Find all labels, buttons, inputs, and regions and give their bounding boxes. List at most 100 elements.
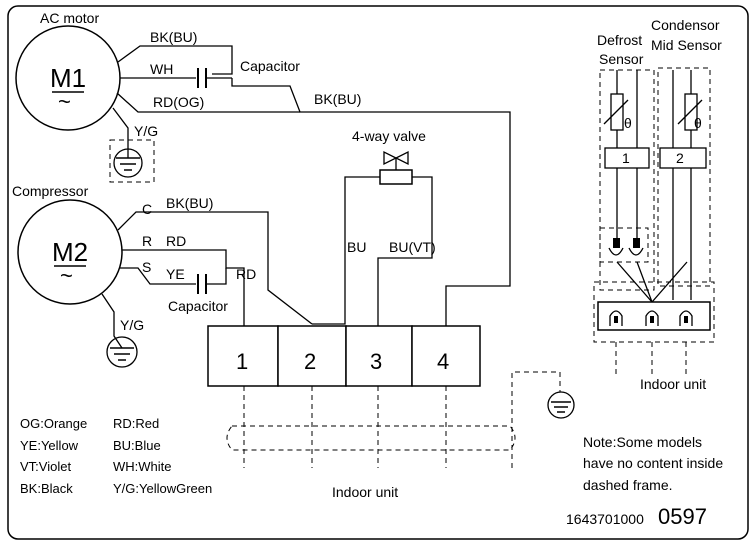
defrost-thermistor-slash bbox=[603, 99, 629, 125]
compressor-tilde: ~ bbox=[60, 263, 73, 288]
condensor-connector bbox=[659, 147, 707, 169]
valve-bu-label: BU bbox=[347, 239, 366, 255]
valve-bu-wire bbox=[312, 176, 380, 325]
legend-row-4-col-2: Y/G:YellowGreen bbox=[113, 481, 212, 496]
terminal-4-label: 4 bbox=[437, 349, 449, 374]
note-line-1: Note:Some models bbox=[583, 434, 702, 450]
four-way-valve-symbol bbox=[383, 150, 398, 166]
note-line-3: dashed frame. bbox=[583, 477, 673, 493]
terminal-3-label: 3 bbox=[370, 349, 382, 374]
m2-ground-circle bbox=[106, 336, 138, 368]
m1-yg-wire bbox=[112, 107, 129, 158]
terminal-2-label: 2 bbox=[304, 349, 316, 374]
valve-buvt-label: BU(VT) bbox=[389, 239, 436, 255]
defrost-dashed-frame bbox=[599, 69, 655, 291]
compressor-symbol: M2 bbox=[52, 237, 88, 267]
m2-s-color: YE bbox=[166, 266, 185, 282]
m2-s-wire bbox=[120, 267, 196, 285]
sensor-plug-pin-1 bbox=[613, 238, 620, 248]
condensor-thermistor-theta: θ bbox=[694, 115, 702, 131]
m1-rd-label: RD(OG) bbox=[153, 94, 204, 110]
compressor-title: Compressor bbox=[12, 183, 89, 199]
sensor-pin-3-dot bbox=[684, 316, 688, 323]
legend-row-2-col-1: YE:Yellow bbox=[20, 438, 79, 453]
condensor-connector-label: 2 bbox=[676, 150, 684, 166]
legend-row-1-col-1: OG:Orange bbox=[20, 416, 87, 431]
document-code-suffix: 0597 bbox=[658, 504, 707, 529]
sensor-pin-1-dot bbox=[614, 316, 618, 323]
terminal-block-caption: Indoor unit bbox=[332, 484, 398, 500]
note-block: Note:Some models have no content inside … bbox=[583, 434, 723, 493]
document-code-prefix: 1643701000 bbox=[566, 511, 644, 527]
sensor-section: Defrost Sensor Condensor Mid Sensor θ 1 … bbox=[593, 17, 722, 392]
legend-row-4-col-1: BK:Black bbox=[20, 481, 73, 496]
defrost-connector bbox=[604, 147, 650, 169]
m1-bk-label: BK(BU) bbox=[150, 29, 197, 45]
m1-bk-wire bbox=[117, 45, 233, 75]
legend-row-1-col-2: RD:Red bbox=[113, 416, 159, 431]
diagram-frame bbox=[7, 5, 749, 540]
note-line-2: have no content inside bbox=[583, 455, 723, 471]
m2-r-color: RD bbox=[166, 233, 186, 249]
compressor: Compressor M2 ~ bbox=[12, 183, 123, 305]
m2-c-terminal: C bbox=[142, 201, 152, 217]
sensor-merge-wire-b bbox=[636, 261, 653, 303]
sensor-pin-2-dot bbox=[650, 316, 654, 323]
m2-c-color: BK(BU) bbox=[166, 195, 213, 211]
m2-r-terminal: R bbox=[142, 233, 152, 249]
sensor-pin-2 bbox=[645, 310, 659, 326]
ac-motor: AC motor M1 ~ bbox=[15, 10, 121, 131]
legend-row-2-col-2: BU:Blue bbox=[113, 438, 161, 453]
bus-bk-wire bbox=[231, 78, 511, 326]
m2-c-wire bbox=[117, 211, 313, 325]
ac-motor-wiring: BK(BU) WH Capacitor RD(OG) BK(BU) Y/G bbox=[109, 29, 511, 326]
compressor-circle bbox=[17, 199, 123, 305]
m1-ground-circle bbox=[113, 148, 143, 178]
m2-s-terminal: S bbox=[142, 259, 151, 275]
sensor-plug-dashed-frame bbox=[599, 227, 649, 263]
condensor-sensor-line1: Condensor bbox=[651, 17, 720, 33]
sensor-pin-3 bbox=[679, 310, 693, 326]
m1-rd-wire bbox=[116, 92, 300, 113]
color-legend: OG:Orange RD:Red YE:Yellow BU:Blue VT:Vi… bbox=[20, 416, 212, 496]
bus-bk-label: BK(BU) bbox=[314, 91, 361, 107]
four-way-valve-label: 4-way valve bbox=[352, 128, 426, 144]
m2-r-wire bbox=[122, 249, 245, 326]
sensor-plug-curve-1 bbox=[608, 247, 624, 256]
defrost-sensor-line1: Defrost bbox=[597, 32, 642, 48]
legend-row-3-col-1: VT:Violet bbox=[20, 459, 71, 474]
defrost-sensor-line2: Sensor bbox=[599, 51, 644, 67]
m2-yg-label: Y/G bbox=[120, 317, 144, 333]
terminal-1-label: 1 bbox=[236, 349, 248, 374]
compressor-wiring: C BK(BU) R RD S YE Capacitor RD Y/G bbox=[101, 195, 313, 368]
m1-ground-dashed-frame bbox=[109, 139, 155, 183]
sensor-plug-curve-2 bbox=[628, 247, 644, 256]
ac-motor-symbol: M1 bbox=[50, 63, 86, 93]
m1-capacitor-label: Capacitor bbox=[240, 58, 300, 74]
four-way-valve-symbol-b bbox=[394, 150, 409, 166]
sensor-plug-pin-2 bbox=[633, 238, 640, 248]
defrost-thermistor-theta: θ bbox=[624, 115, 632, 131]
sensor-pin-1 bbox=[609, 310, 623, 326]
ac-motor-tilde: ~ bbox=[58, 89, 71, 114]
indoor-ground-lead bbox=[511, 371, 561, 468]
defrost-thermistor-body bbox=[610, 93, 624, 131]
four-way-valve-body bbox=[379, 169, 413, 185]
defrost-connector-label: 1 bbox=[622, 150, 630, 166]
m1-yg-label: Y/G bbox=[134, 123, 158, 139]
m2-yg-wire bbox=[101, 293, 123, 349]
m2-capacitor-label: Capacitor bbox=[168, 298, 228, 314]
document-code: 1643701000 0597 bbox=[566, 504, 707, 529]
legend-row-3-col-2: WH:White bbox=[113, 459, 172, 474]
terminal-dashed-capsule bbox=[226, 425, 516, 451]
four-way-valve: 4-way valve BU BU(VT) bbox=[312, 128, 436, 326]
terminal-3-box bbox=[345, 325, 413, 387]
condensor-sensor-line2: Mid Sensor bbox=[651, 37, 722, 53]
m2-capacitor-rd-label: RD bbox=[236, 266, 256, 282]
sensor-block-caption: Indoor unit bbox=[640, 376, 706, 392]
terminal-block: 1 2 3 4 Indoor unit bbox=[207, 325, 575, 500]
condensor-thermistor-slash bbox=[677, 99, 703, 125]
m2-capacitor-out bbox=[206, 268, 227, 285]
ac-motor-title: AC motor bbox=[40, 10, 99, 26]
